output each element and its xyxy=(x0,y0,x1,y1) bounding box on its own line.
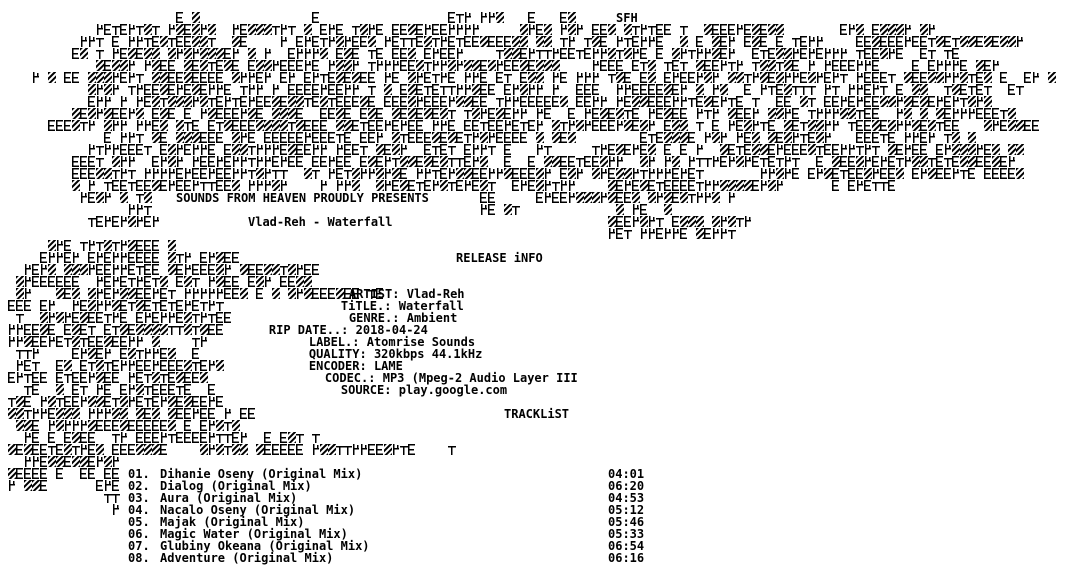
field-value: Atomrise Sounds xyxy=(366,335,476,349)
track-title: Dihanie Oseny (Original Mix) xyxy=(160,467,363,481)
field-value: Ambient xyxy=(406,311,458,325)
field-rip-date: RIP DATE..: 2018-04-24 xyxy=(240,312,428,348)
list-item: 02. Dialog (Original Mix) 06:20 xyxy=(128,480,658,492)
presents-line: SOUNDS FROM HEAVEN PROUDLY PRESENTS xyxy=(176,191,429,205)
track-number: 02. xyxy=(128,479,150,493)
list-item: 08. Adventure (Original Mix) 06:16 xyxy=(128,552,658,564)
field-genre: GENRE.: Ambient xyxy=(320,300,457,336)
track-title: Aura (Original Mix) xyxy=(160,491,298,505)
field-value: 2018-04-24 xyxy=(355,323,428,337)
field-label: GENRE.: xyxy=(348,311,400,325)
track-title: Majak (Original Mix) xyxy=(160,515,305,529)
field-value: Waterfall xyxy=(398,299,464,313)
field-label: LABEL.: xyxy=(308,335,360,349)
list-item: 01. Dihanie Oseny (Original Mix) 04:01 xyxy=(128,468,658,480)
list-item: 04. Nacalo Oseny (Original Mix) 05:12 xyxy=(128,504,658,516)
track-title: Dialog (Original Mix) xyxy=(160,479,312,493)
track-title: Glubiny Okeana (Original Mix) xyxy=(160,539,370,553)
track-duration: 05:12 xyxy=(608,503,645,517)
track-number: 05. xyxy=(128,515,150,529)
group-tag: SFH xyxy=(616,11,638,25)
release-heading: Vlad-Reh - Waterfall xyxy=(248,215,393,229)
field-label: QUALITY: xyxy=(308,347,367,361)
track-number: 03. xyxy=(128,491,150,505)
track-number: 01. xyxy=(128,467,150,481)
list-item: 06. Magic Water (Original Mix) 05:33 xyxy=(128,528,658,540)
track-duration: 04:53 xyxy=(608,491,645,505)
field-quality: QUALITY: 320kbps 44.1kHz xyxy=(280,336,482,372)
track-duration: 05:46 xyxy=(608,515,645,529)
field-encoder: ENCODER: LAME xyxy=(280,348,403,384)
track-duration: 06:20 xyxy=(608,479,645,493)
track-number: 07. xyxy=(128,539,150,553)
track-number: 06. xyxy=(128,527,150,541)
field-value: MP3 (Mpeg-2 Audio Layer III xyxy=(382,371,578,385)
field-value: LAME xyxy=(373,359,403,373)
field-label: ARTIST: xyxy=(348,287,400,301)
field-label: RIP DATE..: xyxy=(268,323,349,337)
field-label: TiTLE.: xyxy=(340,299,392,313)
list-item: 03. Aura (Original Mix) 04:53 xyxy=(128,492,658,504)
list-item: 05. Majak (Original Mix) 05:46 xyxy=(128,516,658,528)
field-value: play.google.com xyxy=(398,383,508,397)
track-title: Adventure (Original Mix) xyxy=(160,551,334,565)
track-title: Magic Water (Original Mix) xyxy=(160,527,348,541)
track-duration: 06:54 xyxy=(608,539,645,553)
track-duration: 06:16 xyxy=(608,551,645,565)
list-item: 07. Glubiny Okeana (Original Mix) 06:54 xyxy=(128,540,658,552)
field-label-name: LABEL.: Atomrise Sounds xyxy=(280,324,475,360)
field-artist: ARTIST: Vlad-Reh xyxy=(320,276,465,312)
field-label: CODEC.: xyxy=(324,371,376,385)
track-title: Nacalo Oseny (Original Mix) xyxy=(160,503,356,517)
track-number: 04. xyxy=(128,503,150,517)
field-value: 320kbps 44.1kHz xyxy=(373,347,483,361)
field-label: ENCODER: xyxy=(308,359,367,373)
field-label: SOURCE: xyxy=(340,383,392,397)
track-duration: 04:01 xyxy=(608,467,645,481)
field-value: Vlad-Reh xyxy=(406,287,465,301)
tracklist-title: TRACKLiST xyxy=(504,407,570,421)
track-number: 08. xyxy=(128,551,150,565)
release-info-title: RELEASE iNFO xyxy=(456,251,543,265)
track-list: 01. Dihanie Oseny (Original Mix) 04:01 0… xyxy=(128,468,658,564)
field-source: SOURCE: play.google.com xyxy=(312,372,507,408)
field-codec: CODEC.: MP3 (Mpeg-2 Audio Layer III xyxy=(296,360,578,396)
field-title: TiTLE.: Waterfall xyxy=(312,288,464,324)
track-duration: 05:33 xyxy=(608,527,645,541)
